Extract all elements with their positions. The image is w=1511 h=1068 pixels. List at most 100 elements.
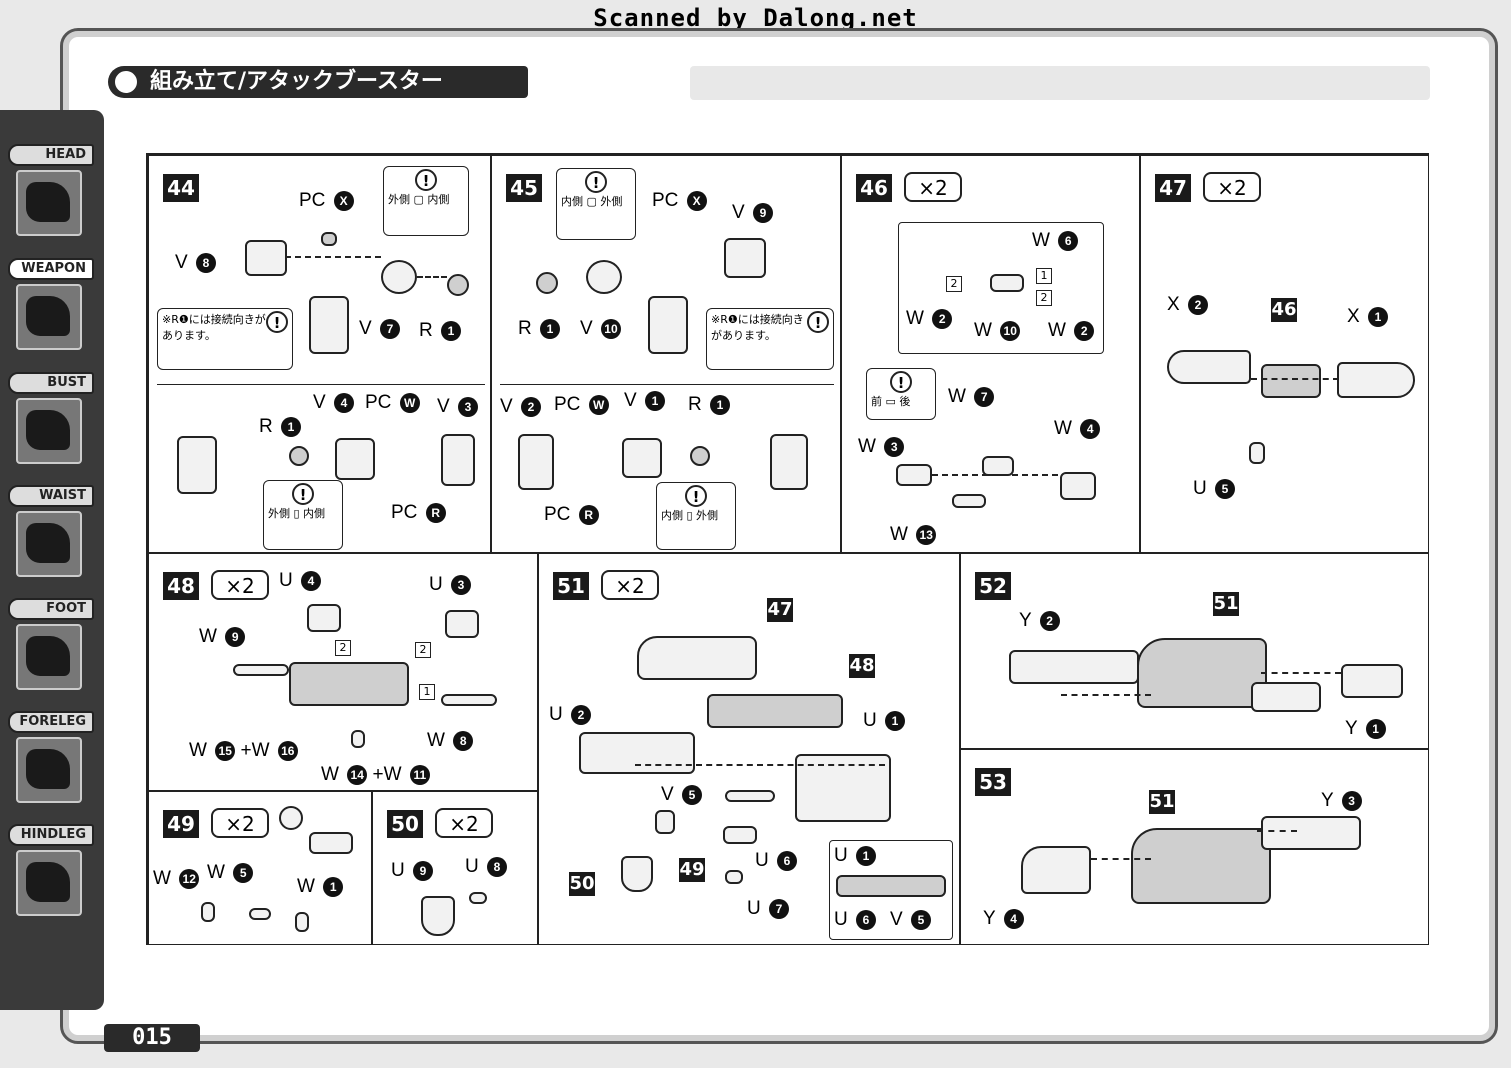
step-49-panel: 49 ×2 W 12 W 5 W 1 bbox=[148, 791, 372, 945]
guide-line bbox=[1257, 830, 1297, 832]
part-label: PC X bbox=[652, 190, 707, 212]
part-label: W 2 bbox=[1048, 320, 1095, 342]
part-label: W 2 bbox=[906, 308, 953, 330]
orientation-note: ! 外側 ▢ 内側 bbox=[383, 166, 469, 236]
note-text: ※R❶には接続向きがあります。 bbox=[711, 313, 804, 342]
part-shape bbox=[990, 274, 1024, 292]
part-shape bbox=[421, 896, 455, 936]
part-label: V 5 bbox=[661, 784, 702, 806]
part-shape bbox=[621, 856, 653, 892]
multiplier-badge: ×2 bbox=[1203, 172, 1261, 202]
part-shape bbox=[770, 434, 808, 490]
caution-icon: ! bbox=[266, 311, 288, 333]
step-47-panel: 47 ×2 X 2 46 X 1 U 5 bbox=[1140, 155, 1429, 553]
part-label: U 6 bbox=[755, 850, 797, 872]
part-label: W 4 bbox=[1054, 418, 1101, 440]
part-label: V 8 bbox=[175, 252, 216, 274]
divider bbox=[500, 384, 834, 385]
sidebar-item-label: BUST bbox=[8, 372, 94, 394]
guide-line bbox=[285, 256, 381, 258]
caution-icon: ! bbox=[585, 171, 607, 193]
part-label: V 4 bbox=[313, 392, 354, 414]
part-shape bbox=[1341, 664, 1403, 698]
part-shape bbox=[441, 694, 497, 706]
part-shape bbox=[249, 908, 271, 920]
sidebar-item-label: WEAPON bbox=[8, 258, 94, 280]
step-number: 49 bbox=[163, 810, 199, 838]
part-label: V 9 bbox=[732, 202, 773, 224]
part-shape bbox=[622, 438, 662, 478]
part-shape bbox=[335, 438, 375, 480]
part-label: V 3 bbox=[437, 396, 478, 418]
step-number: 48 bbox=[163, 572, 199, 600]
part-shape bbox=[1137, 638, 1267, 708]
step-number: 51 bbox=[553, 572, 589, 600]
part-shape bbox=[295, 912, 309, 932]
order-marker: 1 bbox=[419, 684, 435, 700]
guide-line bbox=[932, 474, 1058, 476]
part-shape bbox=[233, 664, 289, 676]
part-shape bbox=[381, 260, 417, 294]
part-label: PC X bbox=[299, 190, 354, 212]
part-label: U 4 bbox=[279, 570, 321, 592]
part-label: W 5 bbox=[207, 862, 254, 884]
part-label: R 1 bbox=[518, 318, 560, 340]
note-text: 外側 bbox=[696, 509, 719, 522]
step-48-panel: 48 ×2 U 4 U 3 W 9 W 8 W 15 +W 16 W 14 +W… bbox=[148, 553, 538, 791]
step-ref: 46 bbox=[1271, 298, 1297, 322]
part-shape bbox=[1251, 682, 1321, 712]
part-shape bbox=[896, 464, 932, 486]
part-label: R 1 bbox=[419, 320, 461, 342]
part-shape bbox=[309, 832, 353, 854]
part-shape bbox=[1021, 846, 1091, 894]
caution-icon: ! bbox=[292, 483, 314, 505]
step-number: 47 bbox=[1155, 174, 1191, 202]
step-ref: 51 bbox=[1213, 592, 1239, 616]
orientation-note: ! 外側 ▯ 内側 bbox=[263, 480, 343, 550]
part-shape bbox=[1337, 362, 1415, 398]
orientation-note: ! 前 ▭ 後 bbox=[866, 368, 936, 420]
step-45-panel: 45 ! 内側 ▢ 外側 PC X V 9 R 1 V 10 ! ※R❶には接続… bbox=[491, 155, 841, 553]
part-label: W 9 bbox=[199, 626, 246, 648]
step-number: 45 bbox=[506, 174, 542, 202]
part-label: W 1 bbox=[297, 876, 344, 898]
multiplier-badge: ×2 bbox=[211, 808, 269, 838]
part-label: V 5 bbox=[890, 909, 931, 931]
part-shape bbox=[707, 694, 843, 728]
direction-note: ! ※R❶には接続向きがあります。 bbox=[706, 308, 834, 370]
step-51-panel: 51 ×2 47 48 U 2 U 1 V 5 U 6 U 7 50 49 U … bbox=[538, 553, 960, 945]
ghost-title-bar bbox=[690, 66, 1430, 100]
part-label: Y 1 bbox=[1345, 718, 1386, 740]
sidebar-item-label: HINDLEG bbox=[8, 824, 94, 846]
guide-line bbox=[1061, 694, 1151, 696]
part-shape bbox=[982, 456, 1014, 476]
sidebar-item-label: FOOT bbox=[8, 598, 94, 620]
sidebar: HEAD WEAPON BUST WAIST FOOT FORELEG HIND… bbox=[0, 110, 104, 1010]
part-label: V 7 bbox=[359, 318, 400, 340]
weapon-thumbnail-icon bbox=[16, 284, 82, 350]
part-shape bbox=[447, 274, 469, 296]
step-number: 50 bbox=[387, 810, 423, 838]
note-text: ※R❶には接続向きがあります。 bbox=[162, 313, 266, 342]
step-46-panel: 46 ×2 W 6 W 2 W 10 W 2 2 1 2 ! 前 ▭ 後 W 7… bbox=[841, 155, 1140, 553]
part-label: U 3 bbox=[429, 574, 471, 596]
note-text: 内側 bbox=[561, 195, 583, 208]
part-label: U 5 bbox=[1193, 478, 1235, 500]
guide-line bbox=[1251, 378, 1339, 380]
part-label: PC R bbox=[544, 504, 599, 526]
part-shape bbox=[725, 870, 743, 884]
part-shape bbox=[655, 810, 675, 834]
part-label: U 6 bbox=[834, 909, 876, 931]
part-shape bbox=[1167, 350, 1251, 384]
part-label: Y 2 bbox=[1019, 610, 1060, 632]
part-label: PC W bbox=[554, 394, 609, 416]
multiplier-badge: ×2 bbox=[435, 808, 493, 838]
part-label: W 12 bbox=[153, 868, 200, 890]
part-label: V 1 bbox=[624, 390, 665, 412]
part-label: W 6 bbox=[1032, 230, 1079, 252]
part-shape bbox=[836, 875, 946, 897]
part-label: R 1 bbox=[688, 394, 730, 416]
note-text: 外側 bbox=[268, 507, 290, 520]
detail-inset: U 1 U 6 V 5 bbox=[829, 840, 953, 940]
part-label: V 2 bbox=[500, 396, 541, 418]
